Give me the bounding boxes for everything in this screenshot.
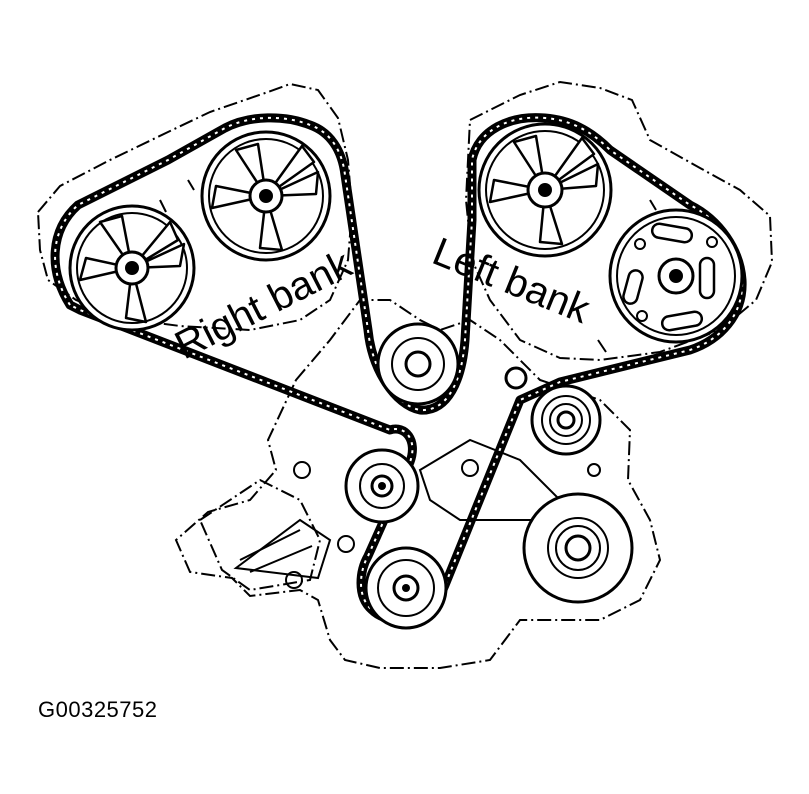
center-idler-pulley [376, 322, 460, 406]
left-bank-cover-outline [464, 80, 774, 362]
timing-belt-teeth [54, 116, 744, 621]
bracket-arm [233, 518, 332, 580]
bolt-holes [285, 459, 601, 589]
left-bank-outer-cam-sprocket [608, 208, 744, 344]
small-idler [504, 366, 528, 390]
figure-id: G00325752 [38, 697, 158, 722]
tensioner-pulley [530, 384, 602, 456]
right-bank-front-cam-sprocket [68, 204, 196, 332]
left-idler-pulley [344, 448, 420, 524]
bracket-detail [239, 529, 313, 573]
left-bank-inner-cam-sprocket [477, 122, 613, 258]
right-bank-rear-cam-sprocket [200, 130, 332, 262]
timing-marks [159, 179, 657, 353]
bracket-outline [198, 478, 322, 592]
engine-block-outline [174, 299, 662, 669]
large-idler-pulley [522, 492, 634, 604]
crankshaft-sprocket [364, 546, 448, 630]
